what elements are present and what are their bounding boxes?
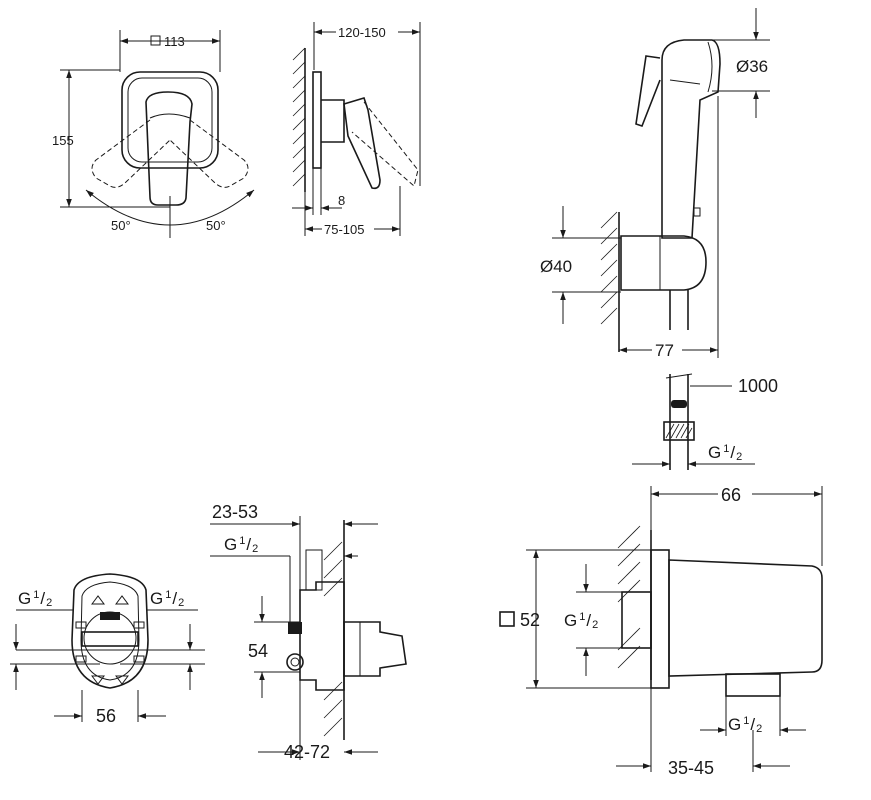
hose-segment (669, 290, 689, 330)
angle-left-label: 50° (111, 218, 131, 233)
valve-body-profile (321, 99, 345, 143)
valve-housing-inner (80, 581, 140, 681)
shower-holder (620, 235, 707, 291)
elbow-range-label: 35-45 (668, 758, 714, 778)
hand-shower-view: Ø36 Ø40 77 (540, 8, 770, 360)
wall-hatching (292, 47, 306, 187)
knurling-pattern (665, 423, 693, 439)
hand-shower-body (661, 39, 721, 239)
cartridge-extension (343, 621, 407, 677)
port-marker (75, 621, 87, 629)
valve-housing (71, 573, 149, 689)
port-marker (75, 655, 87, 663)
depth-dimension-label: 75-105 (324, 222, 364, 237)
outlet-port (286, 653, 304, 671)
valve-spacing-label: 56 (96, 706, 116, 726)
hose-length-label: 1000 (738, 376, 778, 396)
holder-diameter-label: Ø40 (540, 257, 572, 276)
escutcheon-plate (121, 71, 219, 169)
inlet-nut (288, 622, 302, 634)
plate-profile (312, 71, 322, 169)
lever-profile (343, 97, 381, 190)
lever-profile-open (351, 101, 419, 187)
label-background (718, 484, 752, 504)
square-symbol-icon (150, 35, 161, 46)
hose-break-line (665, 373, 693, 379)
outlet-bore (290, 657, 300, 667)
lever-handle (145, 91, 193, 206)
box-height-label: 54 (248, 641, 268, 661)
square-symbol-icon (499, 611, 515, 627)
outlet-connector (725, 673, 781, 697)
button-marker (693, 207, 701, 217)
hose-nut (663, 421, 695, 441)
port-marker (133, 621, 145, 629)
body-edge (669, 79, 701, 85)
wall-hatching (323, 541, 343, 737)
flow-direction-icon (91, 595, 129, 685)
box-depth-label: 42-72 (284, 742, 330, 762)
label-background (336, 22, 398, 40)
plate-dimension-label: 8 (338, 193, 345, 208)
box-range-label: 23-53 (212, 502, 258, 522)
elbow-square-label: 52 (520, 610, 540, 630)
label-background (652, 340, 682, 358)
valve-box (299, 581, 345, 691)
trigger-lever (635, 55, 661, 127)
lever-rotated-right (169, 119, 249, 188)
width-dimension-label: 113 (164, 34, 185, 49)
height-dimension-label: 155 (52, 133, 74, 148)
holder-projection-label: 77 (655, 341, 674, 360)
lever-rotated-left (91, 119, 171, 188)
elbow-projection-label: 66 (721, 485, 741, 505)
elbow-flange (650, 549, 670, 689)
valve-crossbar (81, 631, 139, 647)
inlet-thread (621, 591, 652, 649)
box-top (305, 549, 323, 591)
angle-right-label: 50° (206, 218, 226, 233)
lever-edge (149, 113, 191, 119)
front-view-mixer: 113 155 50° 50° (52, 30, 255, 238)
brand-marking (100, 612, 120, 620)
projection-dimension-label: 120-150 (338, 25, 386, 40)
hose-ferrule (671, 400, 687, 408)
port-marker (133, 655, 145, 663)
shower-diameter-label: Ø36 (736, 57, 768, 76)
label-background (322, 220, 374, 236)
spray-face (707, 41, 713, 93)
wall-hatching (600, 211, 618, 325)
escutcheon-inner (127, 77, 213, 163)
side-view-mixer: 120-150 8 75-105 (292, 22, 421, 237)
elbow-body (668, 559, 823, 677)
